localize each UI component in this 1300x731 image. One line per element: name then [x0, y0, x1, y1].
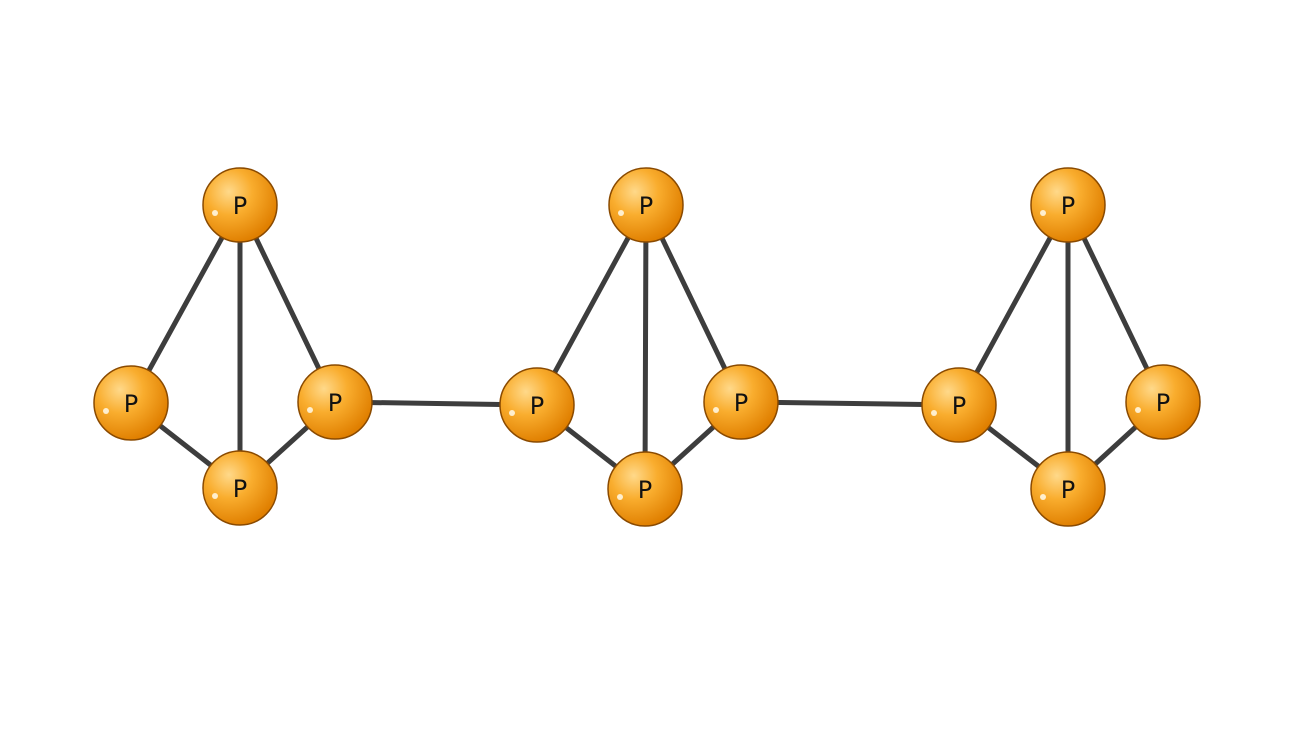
atom-label: P	[530, 392, 544, 420]
atom-sphere	[703, 364, 779, 440]
atom-sphere	[297, 364, 373, 440]
atom-label: P	[1061, 192, 1075, 220]
bond-c2-0-1	[956, 202, 1071, 408]
atom-highlight	[1040, 494, 1046, 500]
atom-label: P	[1061, 476, 1075, 504]
bond-c1-0-1	[534, 202, 649, 408]
atom-label: P	[734, 389, 748, 417]
bond-c1-0-3	[642, 202, 649, 492]
atom-label: P	[233, 192, 247, 220]
atom-sphere	[1125, 364, 1201, 440]
atoms: P P P P P P P P P P P P	[93, 167, 1201, 527]
atom-label: P	[124, 390, 138, 418]
atom-highlight	[617, 494, 623, 500]
phosphorus-atom: P	[202, 167, 278, 243]
phosphorus-atom: P	[202, 450, 278, 526]
atom-highlight	[103, 408, 109, 414]
atom-highlight	[713, 407, 719, 413]
phosphorus-atom: P	[1125, 364, 1201, 440]
atom-sphere	[1030, 167, 1106, 243]
atom-highlight	[618, 210, 624, 216]
atom-highlight	[307, 407, 313, 413]
phosphorus-atom: P	[703, 364, 779, 440]
atom-sphere	[93, 365, 169, 441]
atom-highlight	[1135, 407, 1141, 413]
phosphorus-atom: P	[607, 451, 683, 527]
atom-highlight	[931, 410, 937, 416]
atom-label: P	[638, 476, 652, 504]
phosphorus-atom: P	[297, 364, 373, 440]
bonds	[128, 202, 1166, 492]
atom-highlight	[212, 493, 218, 499]
atom-sphere	[1030, 451, 1106, 527]
atom-label: P	[1156, 389, 1170, 417]
atom-label: P	[639, 192, 653, 220]
atom-label: P	[328, 389, 342, 417]
atom-highlight	[212, 210, 218, 216]
phosphorus-atom: P	[93, 365, 169, 441]
phosphorus-atom: P	[608, 167, 684, 243]
atom-sphere	[608, 167, 684, 243]
atom-sphere	[607, 451, 683, 527]
phosphorus-atom: P	[921, 367, 997, 443]
atom-sphere	[202, 450, 278, 526]
atom-label: P	[233, 475, 247, 503]
atom-highlight	[1040, 210, 1046, 216]
atom-sphere	[202, 167, 278, 243]
phosphorus-atom: P	[1030, 451, 1106, 527]
phosphorus-atom: P	[499, 367, 575, 443]
atom-sphere	[499, 367, 575, 443]
phosphorus-atom: P	[1030, 167, 1106, 243]
atom-label: P	[952, 392, 966, 420]
atom-sphere	[921, 367, 997, 443]
atom-highlight	[509, 410, 515, 416]
